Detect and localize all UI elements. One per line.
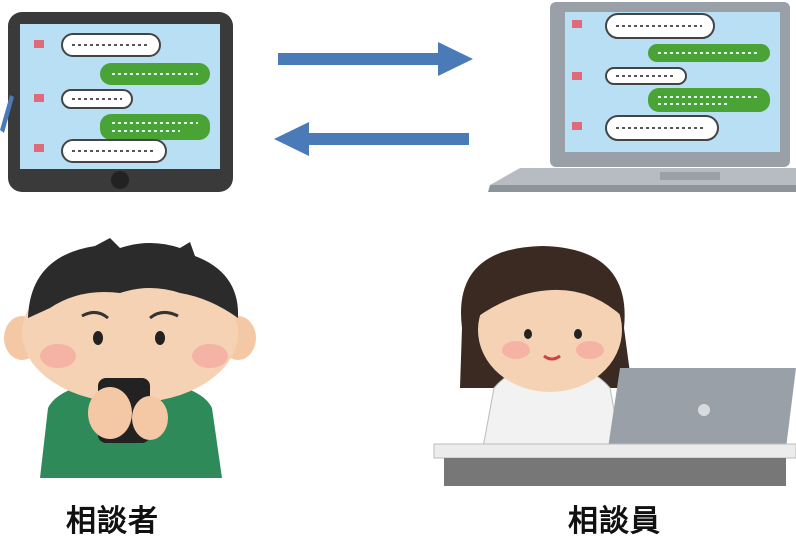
counselor-woman-illustration	[433, 246, 796, 486]
arrow-right-icon	[278, 42, 473, 76]
laptop-illustration	[488, 2, 796, 192]
smartphone-illustration	[8, 12, 233, 192]
arrow-left-icon	[274, 122, 469, 156]
caption-consulter: 相談者	[66, 504, 159, 539]
arrow-edge-mark	[0, 95, 14, 133]
worried-boy-illustration	[4, 238, 256, 478]
caption-counselor: 相談員	[568, 504, 661, 539]
